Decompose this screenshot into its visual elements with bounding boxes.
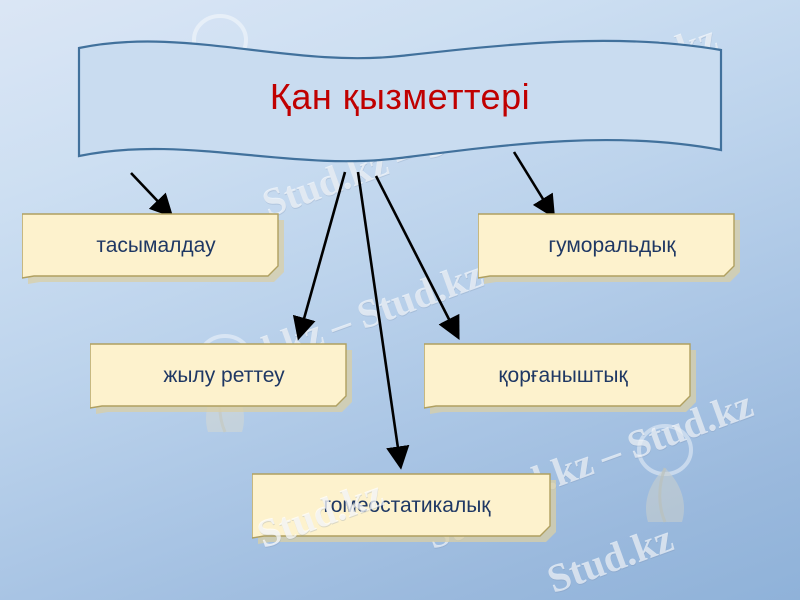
node-zhylu-rettew: жылу реттеу — [89, 338, 358, 422]
watermark-logo-icon — [637, 424, 693, 523]
node-label: гуморальдық — [548, 234, 676, 257]
node-tasymaldau: тасымалдау — [21, 208, 290, 292]
arrow-to-gomeo — [356, 171, 410, 470]
node-label: гомеостатикалық — [323, 494, 491, 517]
arrow-to-korganysh — [374, 175, 460, 340]
node-label: жылу реттеу — [163, 364, 285, 387]
node-label: тасымалдау — [96, 234, 216, 257]
node-label: қорғаныштық — [498, 364, 628, 387]
node-gumoral: гуморальдық — [477, 208, 746, 292]
arrow-to-tasymaldau — [130, 172, 174, 218]
title-banner: Қан қызметтері — [75, 18, 725, 173]
node-gomeostatikalyq: гомеостатикалық — [251, 468, 562, 552]
arrow-to-zhylu — [292, 171, 347, 341]
node-korganyshtyq: қорғаныштық — [423, 338, 702, 422]
page-title: Қан қызметтері — [269, 76, 531, 117]
